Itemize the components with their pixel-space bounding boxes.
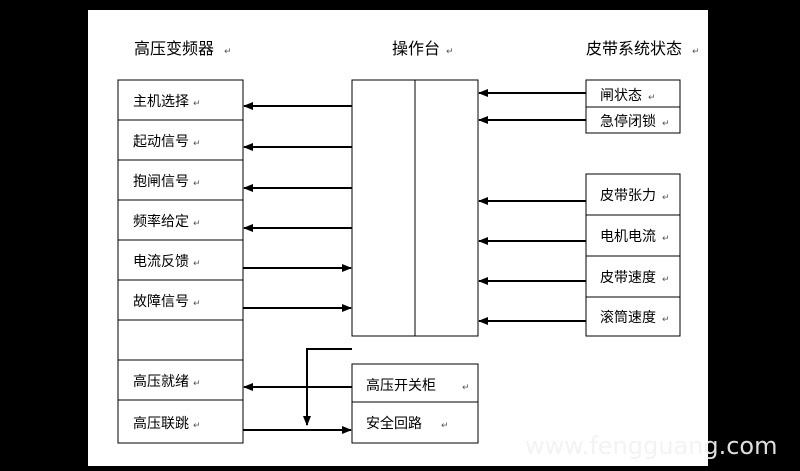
watermark-text: www.fengguang.com	[525, 432, 777, 460]
right-box-belt-speed-label: 皮带速度	[600, 270, 656, 286]
left-box-hv-ready-label: 高压就绪	[133, 373, 189, 390]
right-box-drum-speed-mark: ↵	[662, 315, 670, 325]
title-console-mark: ↵	[446, 47, 454, 57]
title-belt-status-mark: ↵	[692, 47, 700, 57]
left-box-hv-trip-label: 高压联跳	[133, 415, 189, 432]
right-box-motor-current-label: 电机电流	[600, 229, 656, 245]
left-box-host-select-mark: ↵	[193, 99, 201, 109]
right-box-drum-speed	[585, 296, 681, 337]
right-box-belt-tension	[585, 173, 681, 216]
title-belt-status: 皮带系统状态	[586, 39, 682, 58]
left-box-frequency-setpoint-label: 频率给定	[133, 213, 189, 230]
title-inverter: 高压变频器	[134, 39, 214, 58]
center-box-safety-loop	[351, 401, 479, 444]
left-box-brake-signal-label: 抱闸信号	[133, 174, 189, 190]
left-box-fault-signal-mark: ↵	[193, 299, 201, 309]
left-box-fault-signal-label: 故障信号	[133, 294, 189, 310]
right-box-emergency-lock-mark: ↵	[662, 119, 670, 129]
left-box-start-signal-mark: ↵	[193, 139, 201, 149]
title-console: 操作台	[392, 39, 440, 58]
left-box-current-feedback-mark: ↵	[193, 259, 201, 269]
left-box-brake-signal	[117, 159, 244, 201]
right-box-motor-current-mark: ↵	[662, 234, 670, 244]
right-box-belt-speed-mark: ↵	[662, 275, 670, 285]
left-box-start-signal-label: 起动信号	[133, 134, 189, 150]
right-box-gate-status-label: 闸状态	[600, 88, 642, 104]
left-box-hv-ready	[117, 359, 244, 401]
connector-console-to-junction	[303, 348, 352, 426]
left-box-current-feedback-label: 电流反馈	[133, 254, 189, 270]
right-box-gate-status-mark: ↵	[648, 93, 656, 103]
left-box-host-select-label: 主机选择	[133, 94, 189, 110]
left-box-empty	[117, 319, 244, 361]
center-box-hv-switchgear-mark: ↵	[462, 383, 470, 393]
right-box-belt-speed	[585, 255, 681, 298]
right-box-belt-tension-label: 皮带张力	[600, 188, 656, 204]
center-box-safety-loop-label: 安全回路	[366, 415, 422, 432]
center-box-hv-switchgear-label: 高压开关柜	[366, 377, 436, 394]
left-box-hv-trip	[117, 399, 244, 444]
right-box-drum-speed-label: 滚筒速度	[600, 309, 656, 326]
left-box-frequency-setpoint-mark: ↵	[193, 219, 201, 229]
right-box-gate-status	[585, 79, 681, 108]
center-box-hv-switchgear	[351, 363, 479, 403]
left-box-start-signal	[117, 119, 244, 161]
left-box-hv-ready-mark: ↵	[193, 379, 201, 389]
right-box-belt-tension-mark: ↵	[662, 193, 670, 203]
left-box-host-select	[117, 79, 244, 121]
right-box-emergency-lock-label: 急停闭锁	[600, 113, 656, 130]
left-box-hv-trip-mark: ↵	[193, 421, 201, 431]
left-box-brake-signal-mark: ↵	[193, 179, 201, 189]
center-box-safety-loop-mark: ↵	[441, 421, 449, 431]
title-inverter-mark: ↵	[224, 47, 232, 57]
